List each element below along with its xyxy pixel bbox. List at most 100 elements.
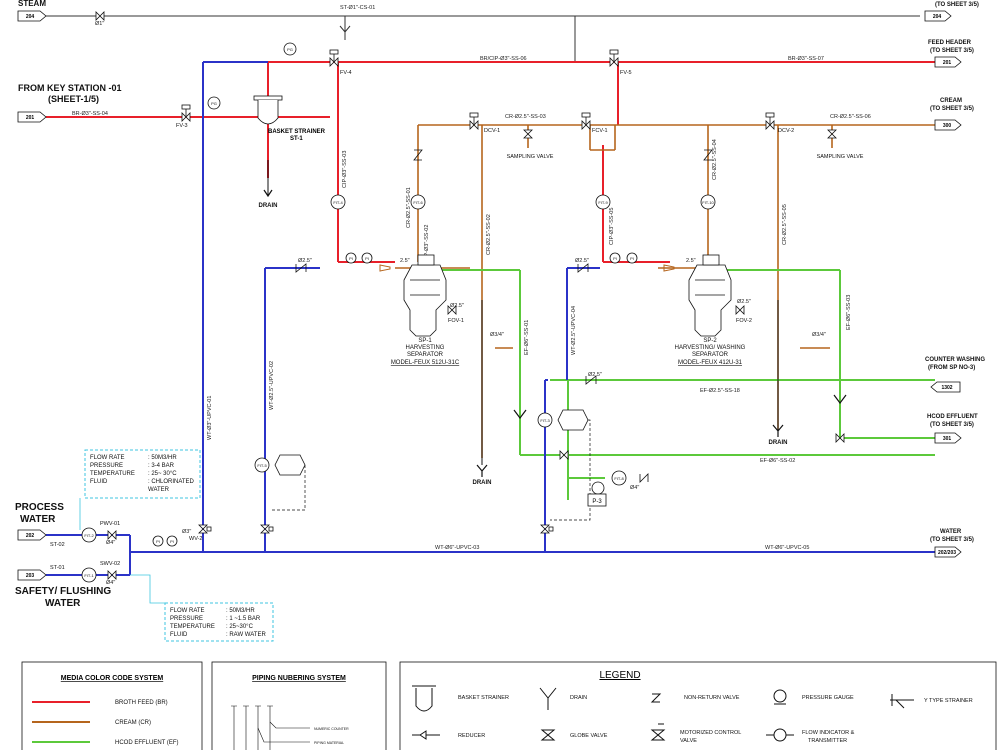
pressure-gauge-icon [773,689,787,705]
feed-header-title: FEED HEADER [928,40,972,46]
line-label: Ø2.5" [298,258,312,264]
stream-key-id: 201 [26,115,35,121]
non-return-valve-icon [585,375,597,385]
flow-transmitter-icon [611,470,627,486]
sp2-title: SP-2 [703,338,717,344]
legend-item: TRANSMITTER [808,738,847,744]
flow-indicator-icon [766,728,794,742]
line-label: CR-Ø2.5"-SS-01 [406,187,412,228]
line-label: WT-Ø6"-UPVC-03 [435,545,479,551]
instrument-tag: FIT-5 [257,463,267,468]
valve-tag: SWV-02 [100,561,120,567]
legend-item: NON-RETURN VALVE [684,695,740,701]
stream-counter-id: 1302 [941,385,952,391]
feed-header-to: (TO SHEET 3/5) [930,48,974,54]
drain-icon [513,409,527,419]
info-box-process: FLOW RATE : 50M3/HR PRESSURE : 3-4 BAR T… [79,449,201,530]
drain-icon [833,394,847,404]
motorized-valve-icon [260,524,274,534]
reducer-icon [663,264,675,272]
line-label: CR-Ø2.5"-SS-02 [486,214,492,255]
pump-icon [587,481,607,507]
legend-title: LEGEND [599,670,640,681]
line-label: Ø4" [106,540,115,546]
line-label: Ø4" [630,485,639,491]
valve-tag: FV-5 [620,70,632,76]
info-value: : 25~30°C [226,624,254,630]
info-key: FLOW RATE [170,608,205,614]
strainer-tag: ST-02 [50,542,65,548]
valve-tag: FCV-1 [592,128,608,134]
pressure-gauge-icon [626,252,638,264]
steam-line [46,15,920,62]
drain-lines [267,160,779,465]
sp1-desc2: SEPARATOR [407,352,444,358]
globe-valve-icon [827,129,837,139]
info-value: : CHLORINATED [148,479,195,485]
line-label: CR-Ø2.5"-SS-06 [830,114,871,120]
piping-title: PIPING NUBERING SYSTEM [252,675,346,682]
info-key: PRESSURE [90,463,123,469]
drain-icon [539,687,557,710]
line-label: Ø4" [106,580,115,586]
stream-safety-id: 203 [26,573,35,579]
hcod-to: (TO SHEET 3/5) [930,422,974,428]
info-value: : 25~ 30°C [148,471,177,477]
valve-tag: FV-4 [340,70,352,76]
motorized-valve-icon [469,112,479,130]
legend-item: VALVE [680,738,697,744]
motorized-valve-icon [609,49,619,67]
effluent-lines [440,269,935,500]
basket-strainer-icon [253,95,283,125]
cream-to: (TO SHEET 3/5) [930,106,974,112]
valve-tag: DCV-1 [484,128,500,134]
piping-label: NUMERIC COUNTER [314,727,349,731]
info-key: PRESSURE [170,616,203,622]
safety-water-title-2: WATER [45,598,81,609]
legend-item: BASKET STRAINER [458,695,509,701]
info-box-safety: FLOW RATE : 50M3/HR PRESSURE : 1 ~1.5 BA… [130,574,274,642]
reducer-icon [412,730,440,740]
flow-transmitter-icon [254,457,270,473]
info-key: FLOW RATE [90,455,125,461]
globe-valve-icon [523,129,533,139]
legend-item: FLOW INDICATOR & [802,730,855,736]
instruments [81,42,716,583]
flow-transmitter-icon [81,567,97,583]
instrument-tag: PI [365,256,369,261]
line-label: BR-Ø3"-SS-07 [788,56,824,62]
instrument-tag: PG [287,47,293,52]
info-value: : 50M3/HR [226,608,255,614]
valves [95,11,845,580]
instrument-tag: PI [170,539,174,544]
pressure-gauge-icon [166,535,178,547]
line-label: Ø2.5" [588,372,602,378]
stream-feed-id: 201 [943,60,952,66]
globe-valve-icon [540,729,556,741]
instrument-tag: FIT-2 [84,533,94,538]
line-label: BR-Ø3"-SS-04 [72,111,108,117]
motorized-valve-icon [835,433,845,443]
info-value: : 3-4 BAR [148,463,175,469]
sp2-desc: HARVESTING/ WASHING [675,345,746,351]
drain-label: DRAIN [769,440,788,446]
info-value: : 50M3/HR [148,455,177,461]
sp2-model: MODEL-FEUX 412U-31 [678,360,743,366]
sp1-desc: HARVESTING [406,345,445,351]
cream-title: CREAM [940,98,962,104]
info-value: WATER [148,487,170,493]
counter-washing-from: (FROM SP NO-3) [928,365,975,371]
drain-label: DRAIN [473,480,492,486]
valve-tag: FOV-1 [448,318,464,324]
info-key: FLUID [170,632,188,638]
line-label: EF-Ø6"-SS-03 [846,295,852,330]
legend-item: PRESSURE GAUGE [802,695,854,701]
sp1-title: SP-1 [418,338,432,344]
cream-lines [395,124,935,458]
reducers [379,264,675,272]
info-key: FLUID [90,479,108,485]
globe-valve-icon [107,570,117,580]
legend-item: Y TYPE STRAINER [924,698,973,704]
line-label: WT-Ø2.5"-UPVC-04 [571,306,577,355]
